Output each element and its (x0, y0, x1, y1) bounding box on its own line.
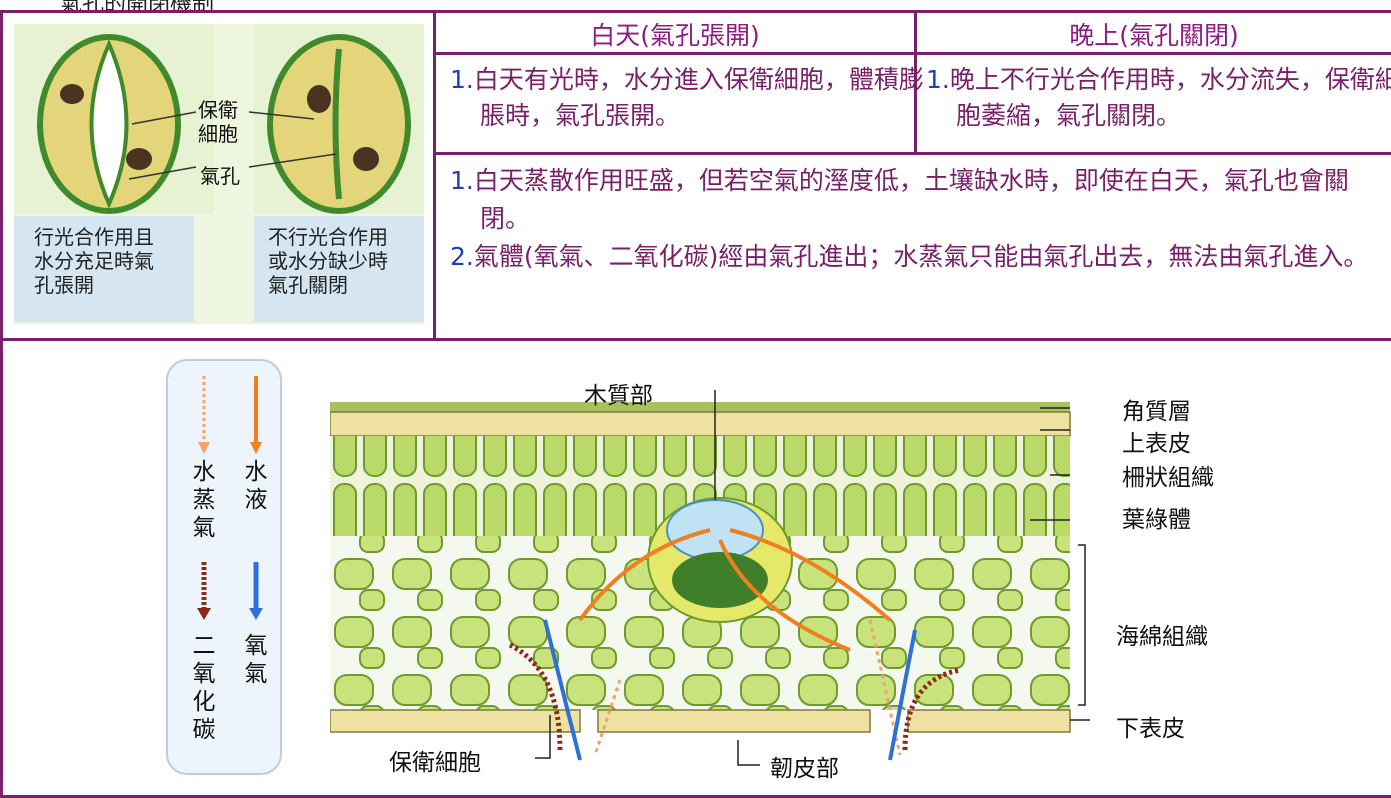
divider-horizontal (0, 338, 1391, 341)
label-cuticle: 角質層 (1122, 399, 1191, 425)
vapor-arrow-icon (198, 376, 210, 454)
note-1: 1.白天蒸散作用旺盛，但若空氣的溼度低，土壤缺水時，即使在白天，氣孔也會關閉。 (450, 162, 1385, 238)
o2-arrow-icon (249, 562, 263, 620)
header-night: 晚上(氣孔關閉) (1069, 21, 1239, 50)
legend-oxygen: 氧氣 (244, 633, 268, 687)
co2-arrow-icon (197, 562, 211, 620)
label-xylem: 木質部 (584, 383, 653, 409)
label-upper-epidermis: 上表皮 (1122, 431, 1191, 457)
stomata-figure (14, 24, 424, 324)
co2-arrows (508, 642, 961, 751)
label-lower-epidermis: 下表皮 (1116, 716, 1185, 742)
label-phloem: 韌皮部 (770, 756, 839, 782)
day-point-number: 1. (450, 65, 474, 94)
stomata-guard-cell-label: 保衛細胞 (198, 98, 238, 146)
label-palisade: 柵狀組織 (1122, 465, 1214, 491)
caption-closed: 不行光合作用或水分缺少時氣孔關閉 (268, 225, 388, 297)
caption-open: 行光合作用且水分充足時氣孔張開 (34, 225, 154, 297)
label-guard-cell: 保衛細胞 (389, 750, 481, 776)
closed-stoma-illustration (267, 34, 411, 214)
table-header-underline (433, 52, 1391, 55)
legend-water-vapor: 水蒸氣 (192, 459, 216, 541)
liquid-arrow-icon (250, 376, 262, 454)
night-point-number: 1. (926, 65, 950, 94)
note-2: 2.氣體(氧氣、二氧化碳)經由氣孔進出；水蒸氣只能由氣孔出去，無法由氣孔進入。 (450, 238, 1385, 276)
note-2-number: 2. (450, 242, 474, 271)
night-point-text: 晚上不行光合作用時，水分流失，保衛細胞萎縮，氣孔關閉。 (949, 65, 1391, 130)
water-liquid-arrows (578, 528, 892, 652)
note-1-text: 白天蒸散作用旺盛，但若空氣的溼度低，土壤缺水時，即使在白天，氣孔也會關閉。 (473, 166, 1349, 233)
table-row-underline (433, 152, 1391, 155)
outer-frame (0, 10, 1391, 798)
label-spongy: 海綿組織 (1116, 624, 1208, 650)
legend-water-liquid: 水液 (244, 459, 268, 513)
night-point: 1.晚上不行光合作用時，水分流失，保衛細胞萎縮，氣孔關閉。 (926, 62, 1391, 134)
label-chloroplast: 葉綠體 (1122, 507, 1191, 533)
leaf-cross-section (330, 390, 1090, 766)
column-divider (914, 10, 917, 154)
legend-box (166, 359, 282, 775)
divider-vertical (433, 10, 436, 340)
day-point: 1.白天有光時，水分進入保衛細胞，體積膨脹時，氣孔張開。 (450, 62, 930, 134)
note-2-text: 氣體(氧氣、二氧化碳)經由氣孔進出；水蒸氣只能由氣孔出去，無法由氣孔進入。 (473, 242, 1369, 271)
note-1-number: 1. (450, 166, 474, 195)
legend-carbon-dioxide: 二氧化碳 (192, 633, 216, 743)
header-day: 白天(氣孔張開) (590, 21, 760, 50)
stomata-stoma-label: 氣孔 (200, 164, 240, 188)
open-stoma-illustration (37, 34, 181, 214)
oxygen-arrows (543, 619, 917, 761)
day-point-text: 白天有光時，水分進入保衛細胞，體積膨脹時，氣孔張開。 (473, 65, 924, 130)
